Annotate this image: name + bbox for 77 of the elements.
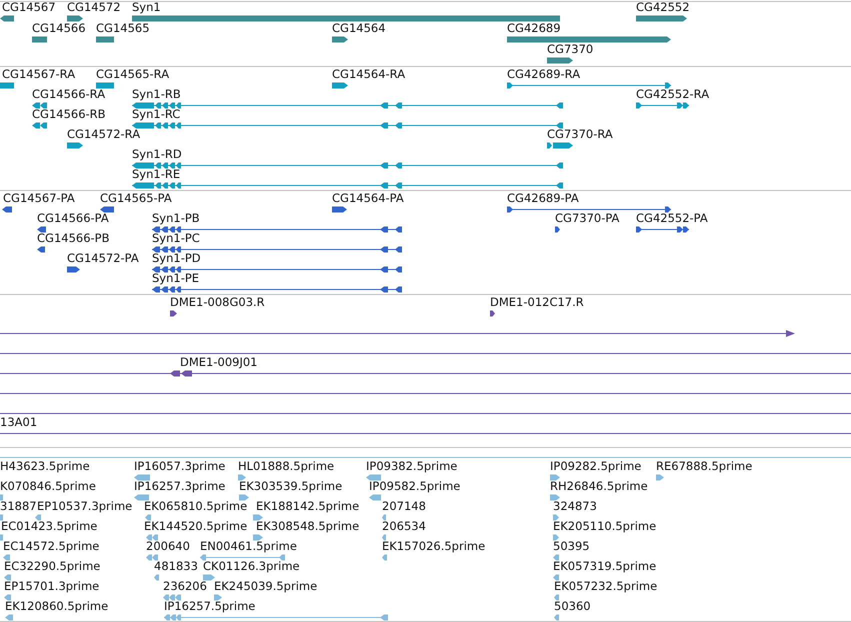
feature-label: RE67888.5prime [656,460,752,473]
feature-label: CG42552 [636,1,690,14]
feature-label: K070846.5prime [0,480,96,493]
feature-label: DME1-009J01 [180,356,258,369]
feature-label: Syn1-PE [152,272,200,285]
feature-label: EK057319.5prime [553,560,656,573]
feature-label: IP16257.5prime [164,600,256,613]
feature-label: HL01888.5prime [238,460,334,473]
feature-label: EP10537.3prime [37,500,132,513]
feature-label: RH26846.5prime [550,480,648,493]
feature-label: EC32290.5prime [4,560,100,573]
feature-label: CG14565 [96,22,150,35]
feature-label: 31887 [0,500,37,513]
feature-label: CG14566-RB [32,108,106,121]
feature-label: EK308548.5prime [256,520,360,533]
feature-label: H43623.5prime [0,460,90,473]
feature-label: 50395 [553,540,590,553]
feature-label: CG14567-PA [3,192,75,205]
feature-label: CG14567 [2,1,56,14]
feature-label: Syn1-RD [132,148,182,161]
feature-label: 207148 [382,500,426,513]
feature-label: EK205110.5prime [553,520,656,533]
feature-label: CG14566 [32,22,86,35]
feature-label: DME1-008G03.R [170,296,265,309]
feature-label: IP09282.5prime [550,460,642,473]
feature-label: CG14565-RA [96,68,170,81]
feature-label: CG42552-RA [636,88,710,101]
feature-label: Syn1-PC [152,232,200,245]
feature-label: CG14565-PA [100,192,172,205]
feature-label: Syn1-RB [132,88,181,101]
feature-label: 236206 [163,580,207,593]
feature-label: IP16257.3prime [134,480,226,493]
feature-label: EK144520.5prime [144,520,248,533]
feature-label: EK245039.5prime [214,580,318,593]
feature-label: Syn1-PD [152,252,201,265]
feature-label: IP16057.3prime [134,460,226,473]
feature-label: CG14566-PA [37,212,109,225]
feature-label: EK303539.5prime [239,480,342,493]
feature-label: 481833 [154,560,198,573]
feature-label: 324873 [553,500,597,513]
feature-label: CG7370-RA [547,128,613,141]
feature-label: EN00461.5prime [200,540,297,553]
feature-label: CK01126.3prime [203,560,300,573]
feature-label: CG14566-PB [37,232,110,245]
feature-label: EK188142.5prime [256,500,360,513]
feature-label: EC01423.5prime [1,520,98,533]
feature-label: CG7370 [547,43,594,56]
feature-label: DME1-012C17.R [490,296,584,309]
feature-label: EC14572.5prime [3,540,100,553]
feature-label: 50360 [554,600,591,613]
feature-label: CG42689-RA [507,68,580,81]
feature-label: CG42689 [507,22,561,35]
feature-label: CG14572-RA [67,128,140,141]
feature-label: 200640 [146,540,190,553]
feature-label: EK157026.5prime [382,540,486,553]
feature-label: EK120860.5prime [5,600,108,613]
feature-label: CG14566-RA [32,88,106,101]
feature-label: CG14564-PA [332,192,404,205]
feature-label: Syn1-RE [132,168,180,181]
feature-label: EP15701.3prime [4,580,100,593]
feature-label: CG14567-RA [2,68,76,81]
feature-label: CG14564-RA [332,68,406,81]
feature-label: CG42689-PA [507,192,579,205]
feature-label: EK065810.5prime [144,500,248,513]
feature-label: Syn1-PB [152,212,200,225]
feature-label: CG42552-PA [636,212,708,225]
feature-label: Syn1 [132,1,161,14]
feature-label: CG14572 [67,1,121,14]
feature-label: 206534 [382,520,426,533]
feature-label: CG14572-PA [67,252,139,265]
feature-label: EK057232.5prime [554,580,658,593]
feature-label: IP09382.5prime [366,460,458,473]
feature-label: Syn1-RC [132,108,180,121]
feature-label: IP09582.5prime [369,480,460,493]
feature-label: 13A01 [0,416,38,429]
feature-label: CG14564 [332,22,386,35]
feature-label: CG7370-PA [555,212,620,225]
